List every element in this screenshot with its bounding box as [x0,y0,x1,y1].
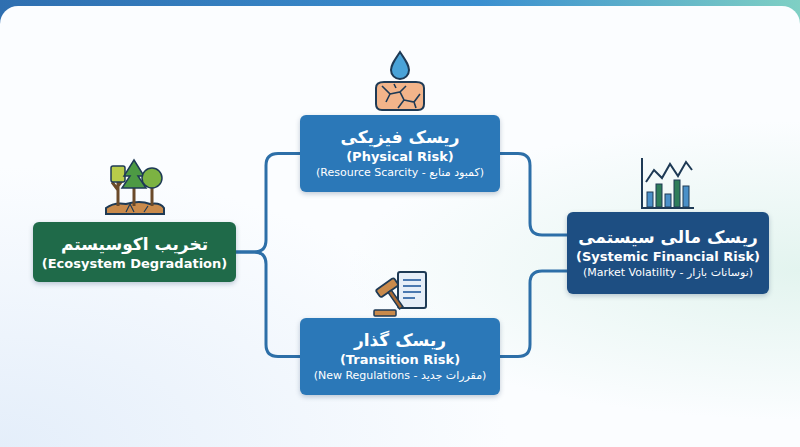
node-title: ریسک مالی سیستمی [578,226,758,248]
drought-icon [370,50,430,112]
regulation-icon [370,268,434,318]
forest-icon [104,156,166,218]
connector-line [236,252,300,357]
node-subtitle: (Systemic Financial Risk) [576,248,760,265]
node-title: تخریب اکوسیستم [61,233,208,255]
connector-line [500,154,567,236]
node-note: (کمبود منابع - Resource Scarcity) [316,165,484,181]
risk-box: ریسک گذار(Transition Risk)(مقررات جدید -… [300,318,500,395]
risk-box: ریسک فیزیکی(Physical Risk)(کمبود منابع -… [300,115,500,192]
connector-line [236,154,300,253]
node-note: (نوسانات بازار - Market Volatility) [583,265,753,281]
node-subtitle: (Physical Risk) [346,148,454,165]
card-background: تخریب اکوسیستم(Ecosystem Degradation) ریس… [0,6,800,447]
chart-icon-parts [642,158,694,208]
forest-icon-parts [106,160,164,214]
regulation-icon-parts [374,272,426,316]
node-title: ریسک گذار [354,329,446,351]
node-note: (مقررات جدید - New Regulations) [314,368,487,384]
node-subtitle: (Ecosystem Degradation) [42,255,228,272]
chart-icon [636,156,696,212]
node-title: ریسک فیزیکی [341,126,460,148]
drought-icon-parts [376,52,424,110]
connector-line [500,271,567,357]
outcome-box: ریسک مالی سیستمی(Systemic Financial Risk… [567,212,769,294]
node-subtitle: (Transition Risk) [340,351,460,368]
source-box: تخریب اکوسیستم(Ecosystem Degradation) [33,222,236,282]
